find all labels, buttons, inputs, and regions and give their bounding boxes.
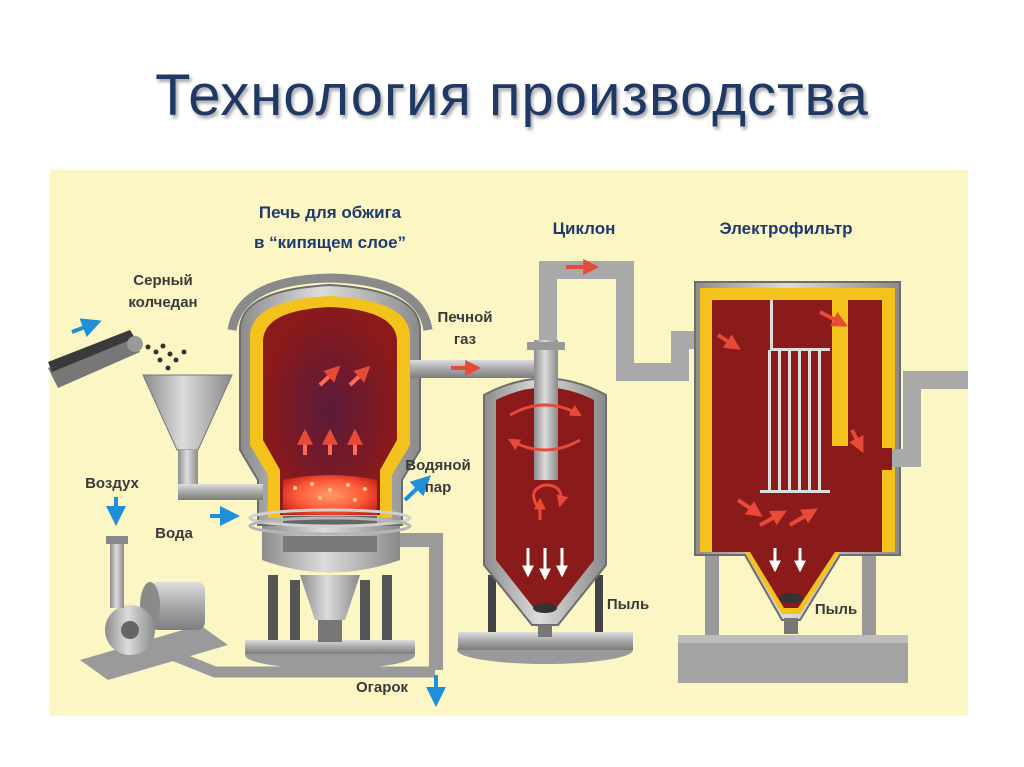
label-furnace-gas-line2: газ (454, 331, 476, 348)
label-cyclone: Циклон (553, 219, 616, 238)
label-pyrite-line1: Серный (133, 272, 192, 289)
label-steam-line1: Водяной (405, 457, 471, 474)
label-furnace-gas-line1: Печной (438, 309, 493, 326)
label-steam-line2: пар (425, 479, 452, 496)
label-air: Воздух (85, 475, 139, 492)
label-dust-cyclone: Пыль (607, 596, 649, 613)
label-electrofilter: Электрофильтр (719, 219, 852, 238)
label-water: Вода (155, 525, 193, 542)
label-furnace-line1: Печь для обжига (259, 203, 402, 222)
label-furnace-line2: в “кипящем слое” (254, 233, 406, 252)
label-pyrite-line2: колчедан (128, 294, 197, 311)
label-dust-filter: Пыль (815, 601, 857, 618)
label-cinder: Огарок (356, 679, 409, 696)
